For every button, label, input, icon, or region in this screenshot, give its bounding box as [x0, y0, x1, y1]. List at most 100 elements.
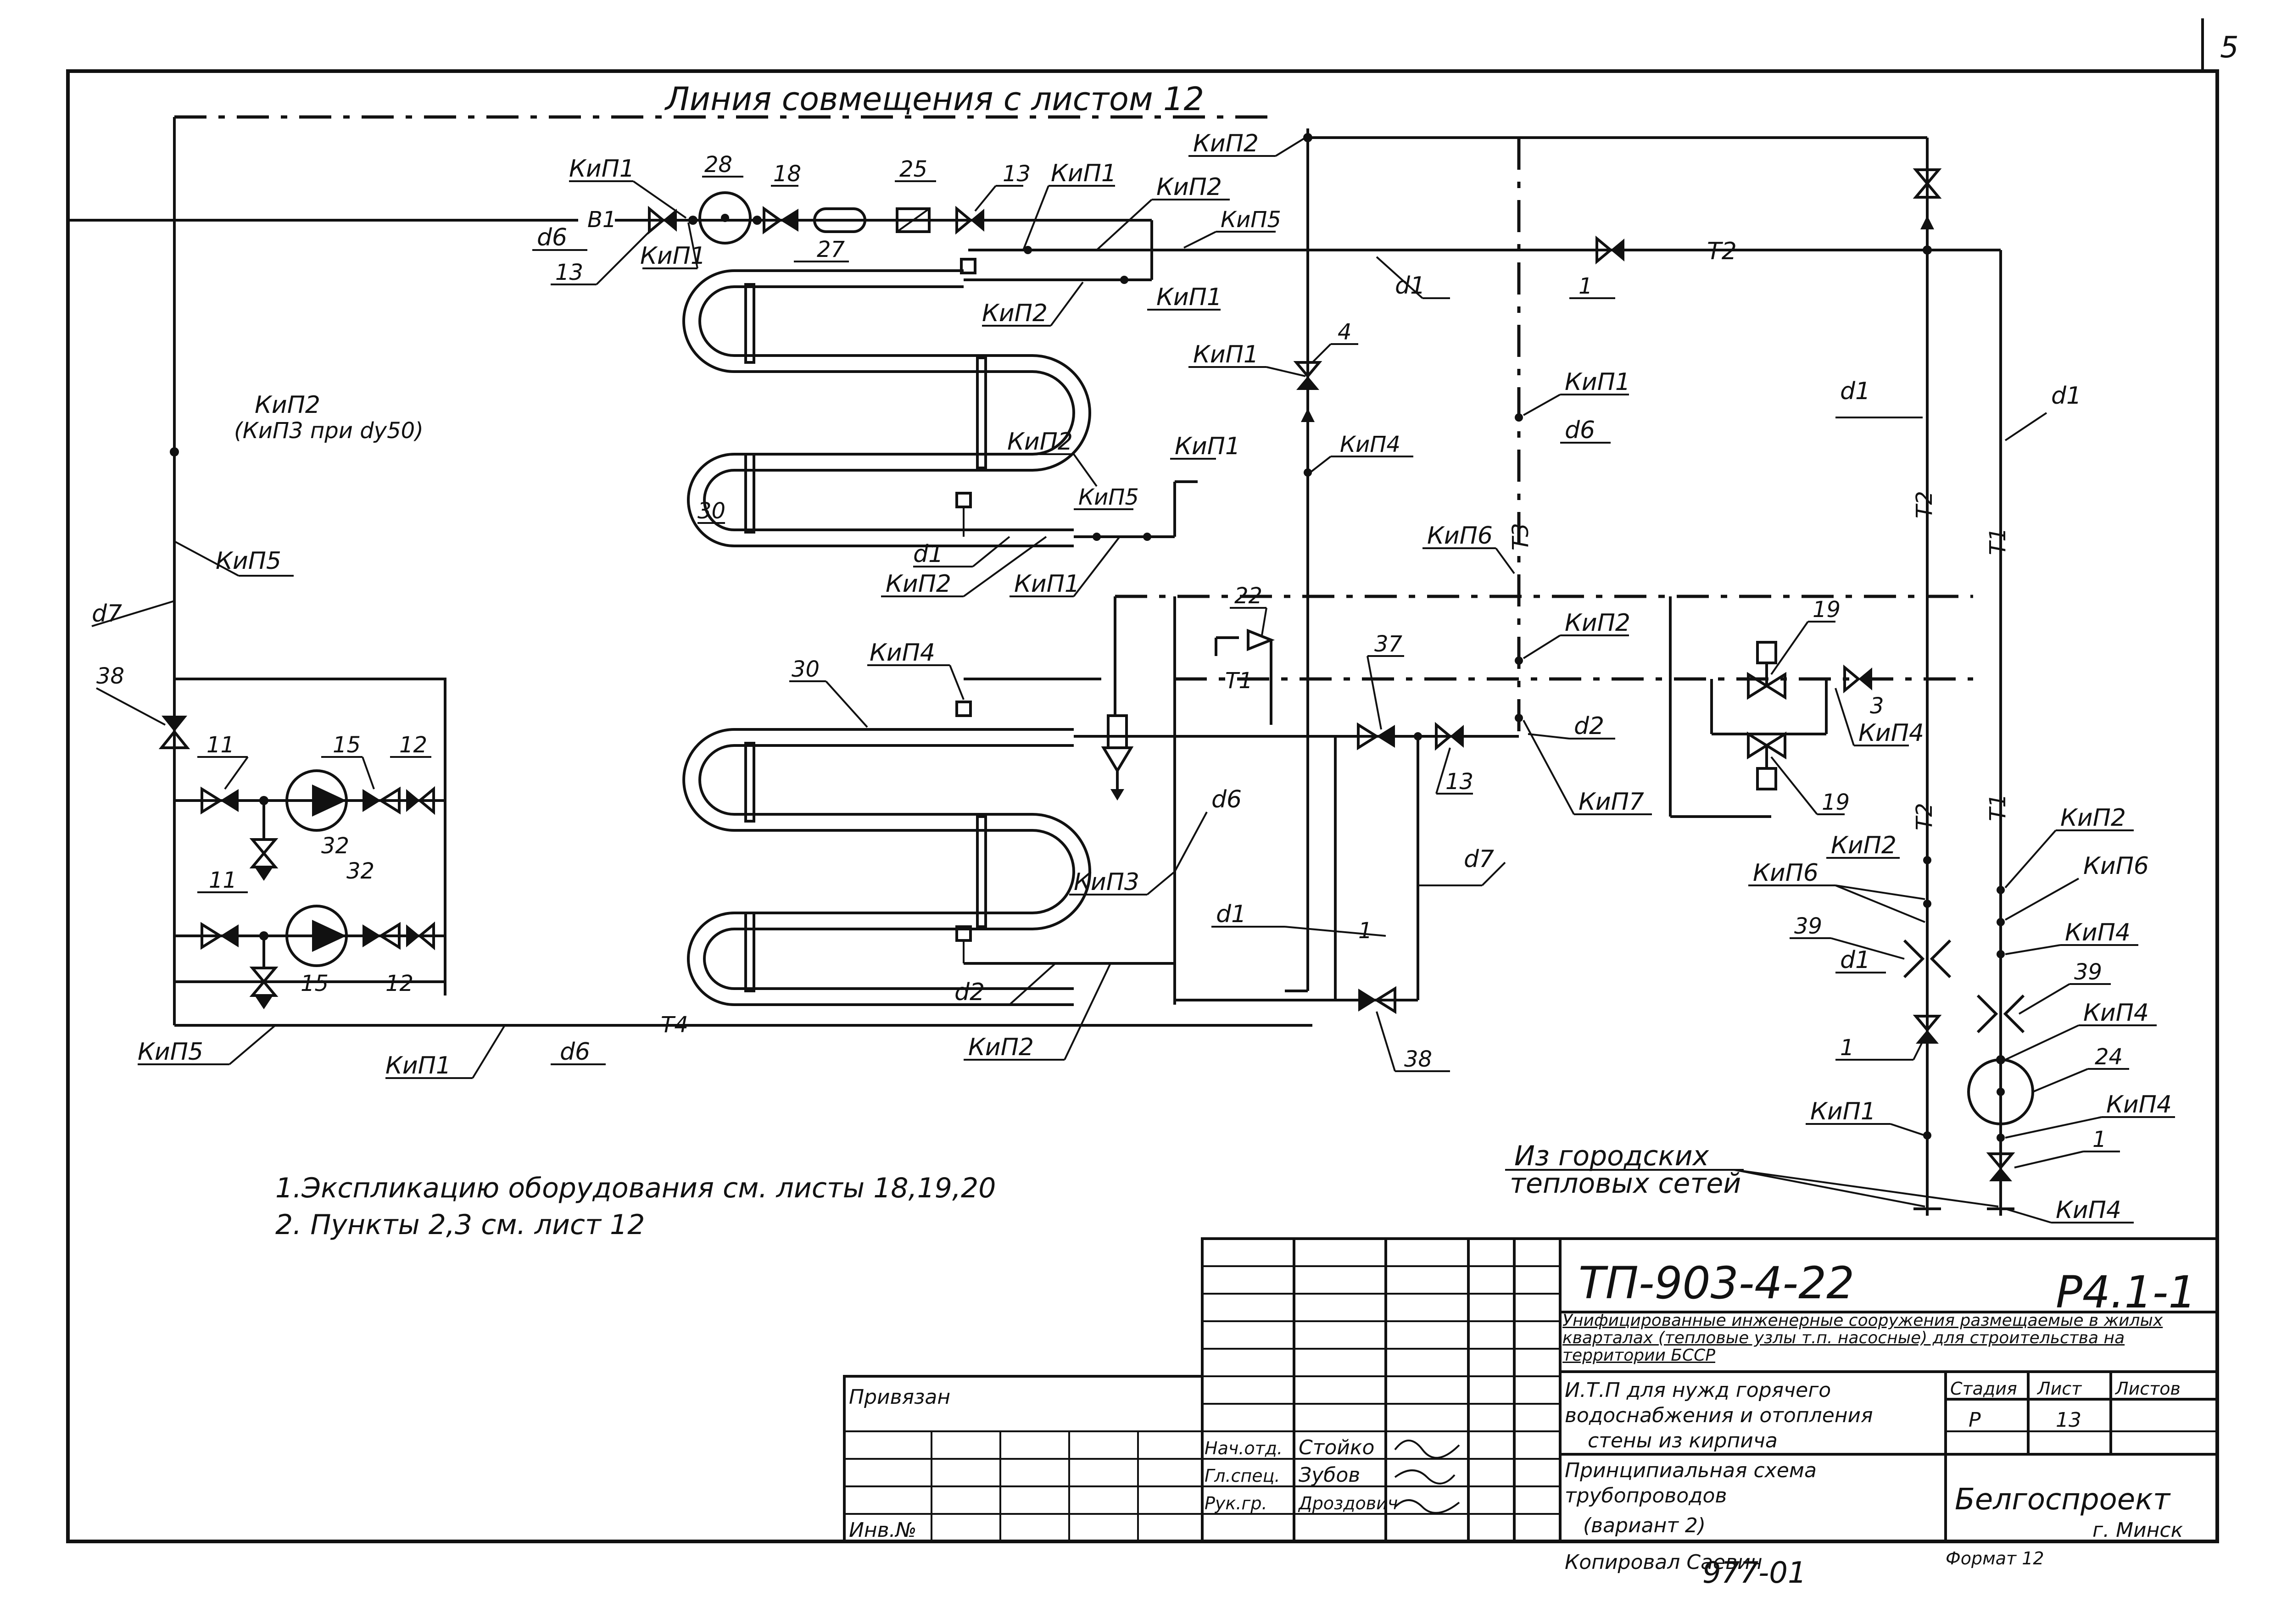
valve-12b: [406, 924, 420, 947]
leader: [1183, 231, 1216, 249]
valve-12a-b: [418, 786, 435, 815]
d2-lower-label: d2: [954, 979, 985, 1006]
page-number: 5: [2220, 31, 2239, 65]
pump-15-b-num: 15: [301, 971, 329, 996]
check-15a-b: [378, 786, 401, 815]
leader: [224, 756, 249, 790]
kip5-label-bottom: КиП5: [138, 1038, 203, 1066]
t2-lower-label: T2: [1912, 803, 1937, 830]
valve-19-bot-num: 19: [1822, 790, 1850, 815]
node: [1515, 714, 1523, 722]
leader: [1435, 747, 1451, 794]
check-arrow: [1301, 408, 1315, 422]
d6-label-bottom: d6: [560, 1038, 590, 1066]
leader: [1770, 621, 1809, 675]
stage-header: Стадия: [1950, 1379, 2017, 1399]
signature-0: [1394, 1440, 1460, 1459]
drain-cone: [255, 996, 273, 1009]
pump-32-b-arrow: [312, 920, 346, 952]
valve-1-top-b: [1611, 239, 1624, 261]
valve-1-top: [1595, 235, 1613, 265]
kip2-top-label: КиП2: [1156, 173, 1222, 201]
heater-coil-30-upper-outer: [682, 269, 1075, 547]
kip4-t1-label: КиП4: [2065, 919, 2131, 946]
kip6-t1-label: КиП6: [2083, 852, 2149, 880]
name-2: Дроздович: [1298, 1493, 1398, 1513]
b1-label: B1: [587, 207, 616, 233]
valve-1-top-num: 1: [1579, 273, 1593, 299]
drain-valve-b: [249, 851, 279, 868]
leader: [2005, 1024, 2079, 1061]
leader: [825, 680, 868, 728]
sensor: [955, 701, 972, 717]
valve-11b-b: [220, 924, 239, 947]
leader: [362, 756, 375, 790]
meter-24-num: 24: [2095, 1044, 2123, 1070]
overlay-line-label: Линия совмещения с листом 12: [664, 80, 1204, 118]
valve-1-t2-b: [1916, 1030, 1939, 1044]
valve-1-t1-b: [1989, 1168, 2012, 1181]
node: [1923, 856, 1931, 864]
fm-39-left-num: 39: [1794, 913, 1822, 939]
kip1-riser-label: КиП1: [1193, 341, 1259, 368]
description-fo: Унифицированные инженерные сооружения ра…: [1562, 1312, 2163, 1364]
kip1-t2-label: КиП1: [1810, 1098, 1876, 1125]
t1-lower-label: T1: [1985, 794, 2011, 821]
leader: [1275, 137, 1306, 157]
leader: [1835, 688, 1855, 746]
leader: [1367, 656, 1382, 730]
drawing-title-2: трубопроводов: [1565, 1484, 1727, 1507]
heater-coil-30-upper-inner: [698, 285, 1091, 531]
kip2-heater-label: КиП2: [982, 300, 1048, 327]
node: [1515, 413, 1523, 422]
device-25: [896, 207, 931, 233]
filter-27: [813, 207, 866, 233]
leader: [2005, 944, 2061, 955]
drain-valve-a: [249, 838, 279, 856]
valve-13-mid-num: 13: [1445, 769, 1473, 795]
valve-13b-num: 13: [1003, 161, 1031, 187]
mudtrap-cone: [1101, 746, 1134, 773]
valve-18-num: 18: [773, 161, 801, 187]
kip5-label-left: КиП5: [216, 547, 281, 575]
valve-37: [1357, 722, 1379, 751]
valve-38-bottom-b: [1374, 986, 1396, 1014]
valve-1-t1: [1986, 1152, 2015, 1170]
kip6-t2-label: КиП6: [1753, 859, 1818, 887]
leader: [91, 600, 175, 627]
valve-38-bottom: [1358, 989, 1377, 1012]
leader: [1913, 1036, 1926, 1060]
kip2-t3-label: КиП2: [1565, 609, 1630, 637]
valve-22-num: 22: [1234, 583, 1262, 609]
valve-4-top: [1293, 361, 1322, 378]
meter-28: [698, 191, 752, 245]
kip1-top-label: КиП1: [569, 155, 635, 183]
valve-12b-num: 12: [385, 971, 413, 996]
valve-19-bot: [1747, 731, 1769, 760]
drawing-title-3: (вариант 2): [1583, 1514, 1706, 1537]
kip2-mid-label: КиП2: [886, 570, 951, 598]
valve-19-top-actuator: [1756, 641, 1777, 664]
node: [1024, 246, 1032, 254]
copied-by: Копировал Саевич: [1565, 1551, 1763, 1574]
flowmeter-39-right-a: [1976, 994, 1998, 1034]
pump-15-a-num: 15: [333, 732, 361, 758]
valve-19-top-b: [1764, 672, 1786, 700]
d2-mid-label: d2: [1574, 712, 1604, 740]
leader: [2004, 829, 2057, 889]
t4-label: T4: [661, 1012, 688, 1038]
valve-12a: [406, 789, 420, 812]
leader: [2004, 412, 2047, 441]
coil-spacer: [744, 742, 755, 823]
valve-13-mid-b: [1450, 725, 1464, 748]
kip2-label-left: КиП2: [255, 391, 320, 419]
kip4-t1-label-d: КиП4: [2056, 1196, 2121, 1224]
leader: [1835, 884, 1925, 900]
check-15b: [363, 924, 381, 947]
valve-13-top-b: [663, 209, 677, 232]
leader: [1770, 756, 1818, 815]
format: Формат 12: [1946, 1548, 2044, 1568]
valve-top-right: [1913, 168, 1942, 186]
device-25-diag: [896, 208, 930, 233]
stamp-number: 977-01: [1702, 1556, 1807, 1590]
